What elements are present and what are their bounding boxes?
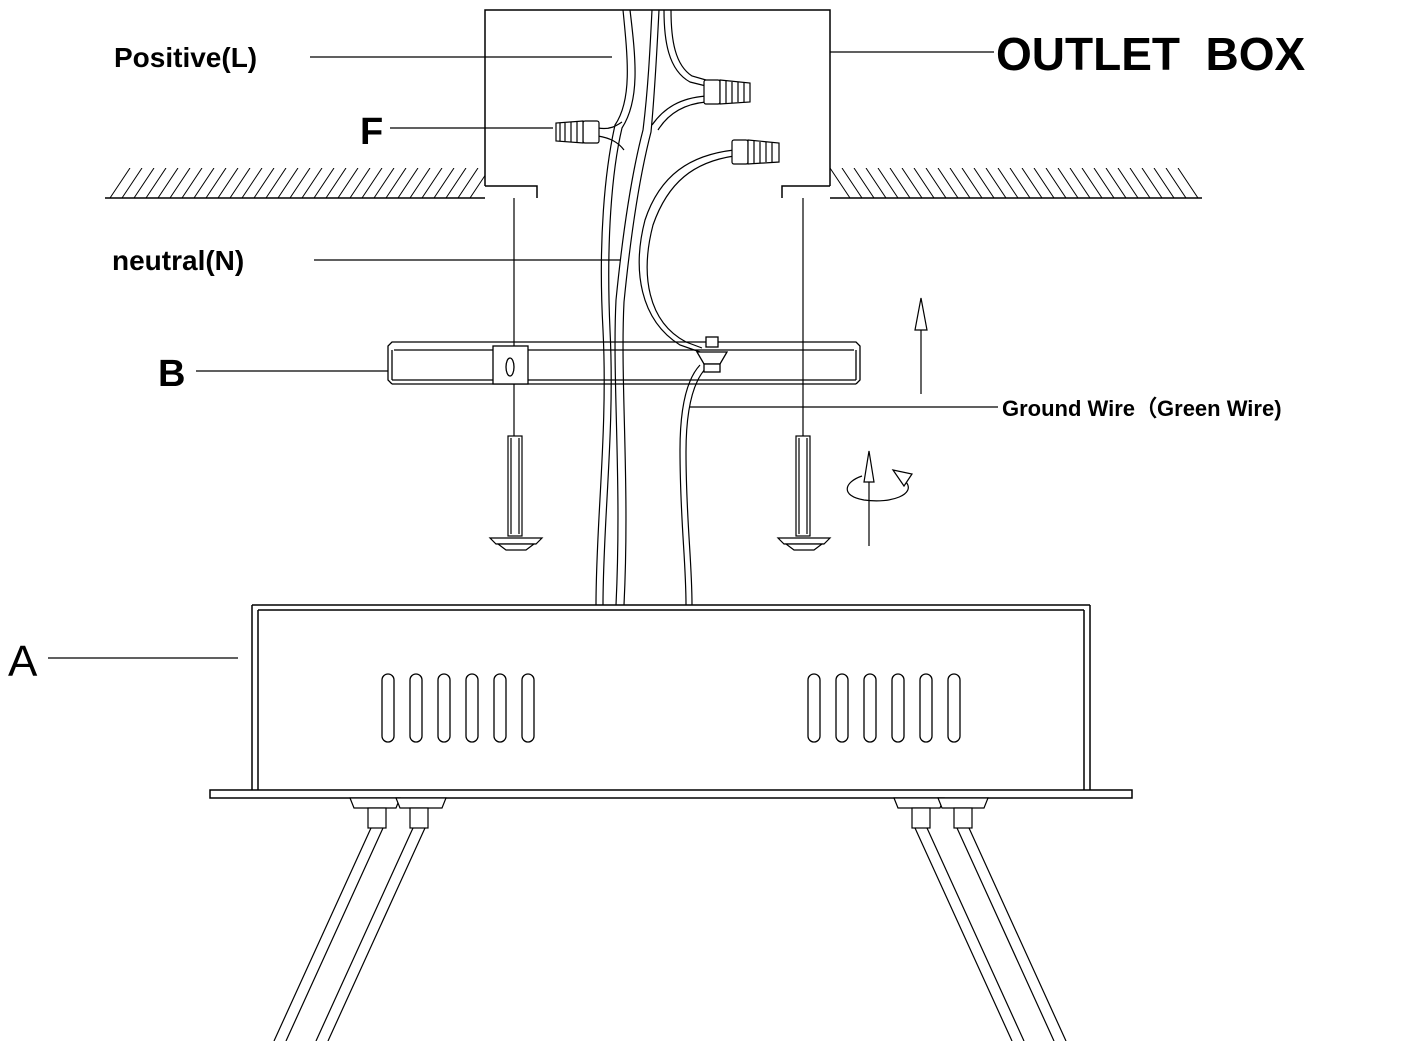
wire-neutral-b — [622, 9, 660, 606]
label-f: F — [360, 111, 383, 153]
rotate-arrow-icon — [846, 450, 913, 546]
vent-slots-right — [807, 673, 961, 743]
cable-grippers — [349, 797, 989, 829]
wire-connector-lower-right — [731, 139, 780, 165]
outlet-box — [484, 9, 831, 198]
wire-ground-a — [679, 364, 701, 606]
fixture-body — [209, 604, 1133, 799]
vent-slots-left — [381, 673, 535, 743]
label-positive: Positive(L) — [114, 42, 257, 73]
wire-mid-a — [651, 95, 707, 126]
ceiling-hatch-left — [109, 168, 485, 198]
wires — [595, 9, 735, 606]
wire-connector-top-right — [703, 79, 751, 105]
ceiling — [105, 168, 1202, 199]
label-neutral: neutral(N) — [112, 245, 244, 276]
wire-f-b — [597, 135, 625, 151]
label-outlet-box: OUTLET BOX — [996, 28, 1306, 80]
ground-screw — [695, 336, 729, 373]
wire-ground-b — [685, 367, 707, 606]
wire-neutral-a — [614, 9, 653, 606]
label-b: B — [158, 353, 185, 395]
wire-connector-top-a — [663, 9, 707, 87]
up-arrow-icon — [914, 297, 928, 394]
outlet-box-tab-right — [781, 185, 830, 198]
wire-connector-f — [555, 120, 600, 144]
label-a: A — [8, 637, 38, 686]
mounting-rods — [513, 198, 804, 436]
screw-right — [776, 435, 832, 551]
outlet-box-tab-left — [485, 185, 538, 198]
wire-mid-b — [657, 101, 707, 131]
ceiling-hatch-right — [830, 168, 1199, 198]
wire-lower-b — [646, 155, 735, 349]
mounting-bracket — [387, 336, 861, 385]
wire-lower-a — [638, 149, 735, 353]
wire-positive-a — [595, 9, 628, 606]
label-ground-wire: Ground Wire（Green Wire) — [1002, 396, 1282, 421]
wire-f-a — [597, 121, 623, 130]
screw-left — [488, 435, 544, 551]
wire-connector-top-b — [670, 9, 707, 81]
leader-lines — [48, 51, 998, 659]
suspension-cables — [273, 827, 1067, 1041]
wire-positive-b — [602, 9, 636, 606]
